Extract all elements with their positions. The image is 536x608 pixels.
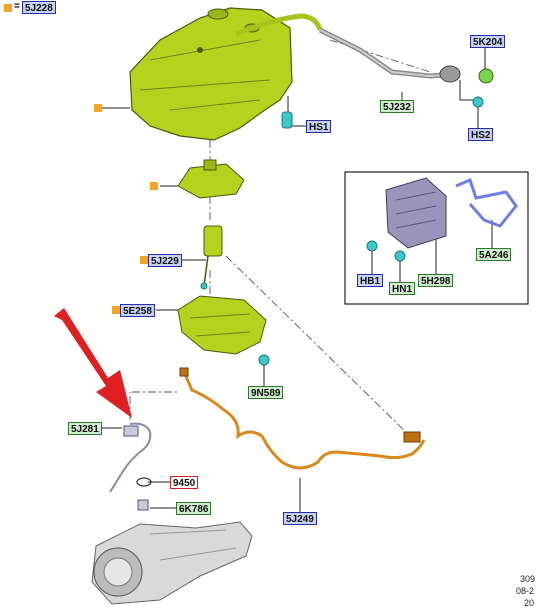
callout-5J228[interactable]: 5J228 bbox=[22, 1, 56, 14]
callout-5H298[interactable]: 5H298 bbox=[418, 274, 454, 287]
fuel-tank-lower-shell bbox=[177, 295, 267, 355]
catalytic-converter bbox=[91, 521, 253, 605]
callout-9450[interactable]: 9450 bbox=[170, 476, 199, 489]
footer-line-1: 309 bbox=[520, 574, 536, 584]
callout-HS2[interactable]: HS2 bbox=[468, 128, 494, 141]
filler-cap bbox=[478, 68, 494, 84]
callout-5J229[interactable]: 5J229 bbox=[148, 254, 182, 267]
callout-5J232[interactable]: 5J232 bbox=[380, 100, 414, 113]
legend-swatch bbox=[4, 4, 12, 12]
fitting-9n589 bbox=[258, 354, 270, 366]
highlight-arrow bbox=[54, 308, 132, 418]
fuel-pump-flange bbox=[177, 159, 245, 199]
callout-HN1[interactable]: HN1 bbox=[389, 282, 416, 295]
footer-line-3: 20 bbox=[524, 598, 535, 608]
leader-lines bbox=[100, 46, 493, 512]
callout-5J249[interactable]: 5J249 bbox=[283, 512, 317, 525]
callout-9N589[interactable]: 9N589 bbox=[248, 386, 284, 399]
callout-5J281[interactable]: 5J281 bbox=[68, 422, 102, 435]
control-module bbox=[385, 177, 447, 249]
callout-marker-5E258 bbox=[112, 306, 120, 314]
wiring-harness bbox=[179, 367, 426, 470]
callout-HB1[interactable]: HB1 bbox=[357, 274, 384, 287]
inset-frame bbox=[344, 171, 529, 305]
filler-pipe bbox=[235, 13, 461, 83]
fuel-tank bbox=[129, 7, 293, 141]
callout-5E258[interactable]: 5E258 bbox=[120, 304, 155, 317]
exhaust-temp-sensor bbox=[109, 422, 152, 511]
hose-clamp-hs2 bbox=[472, 96, 484, 108]
mounting-bracket bbox=[455, 177, 518, 228]
callout-marker-tank bbox=[94, 104, 102, 112]
callout-marker-flange bbox=[150, 182, 158, 190]
fuel-sender-unit bbox=[200, 225, 223, 290]
callout-5A246[interactable]: 5A246 bbox=[476, 248, 512, 261]
callout-marker-5J229 bbox=[140, 256, 148, 264]
nut-hn1 bbox=[394, 250, 406, 262]
footer-line-2: 08-2 bbox=[516, 586, 535, 596]
callout-6K786[interactable]: 6K786 bbox=[176, 502, 212, 515]
bolt-hb1 bbox=[366, 240, 378, 252]
legend-equals: = bbox=[14, 1, 20, 12]
callout-5K204[interactable]: 5K204 bbox=[470, 35, 506, 48]
hose-clamp-hs1 bbox=[281, 111, 293, 129]
callout-HS1[interactable]: HS1 bbox=[306, 120, 332, 133]
